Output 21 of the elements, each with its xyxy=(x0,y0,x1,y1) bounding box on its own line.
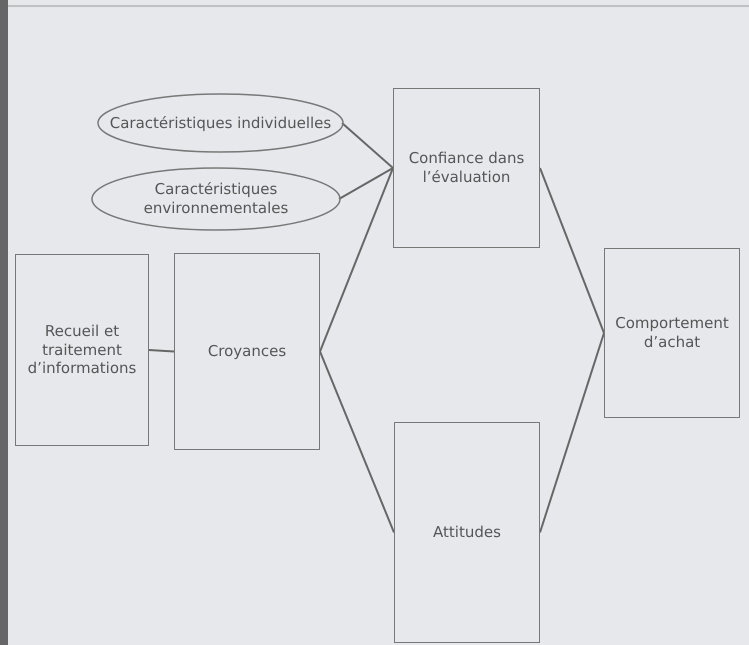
node-label: Attitudes xyxy=(433,523,501,542)
process-box xyxy=(604,248,740,418)
process-box xyxy=(174,253,320,450)
connector-line xyxy=(341,122,394,169)
connector-line xyxy=(338,167,394,200)
connector-line xyxy=(319,168,394,352)
process-box xyxy=(394,422,540,643)
node-label: Croyances xyxy=(208,342,286,361)
process-box xyxy=(15,254,149,446)
ellipse-node xyxy=(97,93,344,153)
node-label: Confiance dans l’évaluation xyxy=(408,149,526,187)
node-label: Caractéristiques individuelles xyxy=(110,114,332,132)
node-label: Comportement d’achat xyxy=(614,314,730,352)
connector-line xyxy=(539,168,605,334)
process-box xyxy=(393,88,540,248)
node-label: Recueil et traitement d’informations xyxy=(26,322,138,378)
ellipse-node xyxy=(91,167,341,231)
connector-line xyxy=(539,332,605,533)
connector-line xyxy=(148,349,174,352)
node-label: Caractéristiques environnementales xyxy=(142,180,290,218)
connector-line xyxy=(319,351,395,533)
